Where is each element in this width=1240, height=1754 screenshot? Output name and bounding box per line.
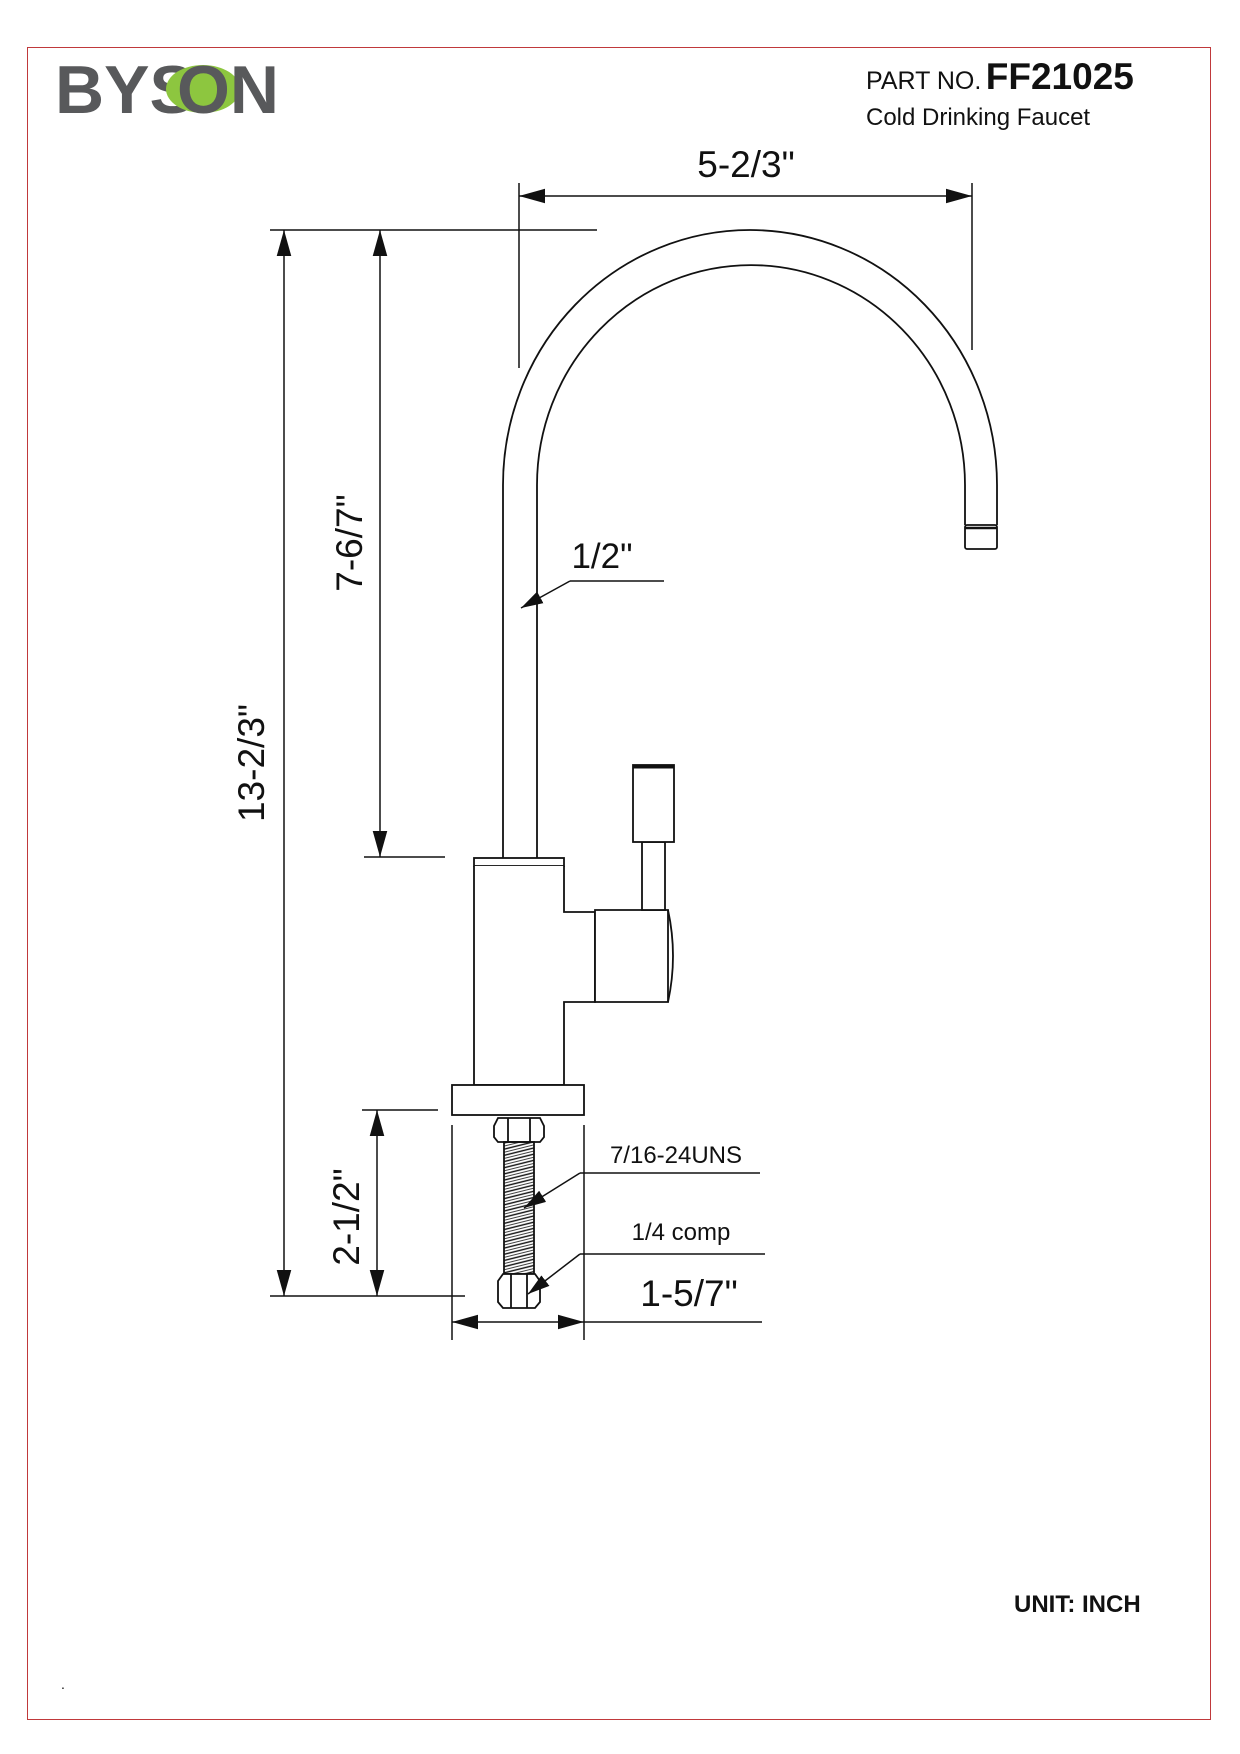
label-total-height: 13-2/3" <box>231 704 272 822</box>
spout-inner <box>536 264 966 863</box>
label-thread-spec: 7/16-24UNS <box>610 1142 742 1169</box>
corner-dot: . <box>61 1676 65 1692</box>
brand-logo: BYS ON <box>55 52 279 128</box>
spout-outer <box>502 229 998 863</box>
label-spout-diameter: 1/2" <box>571 537 632 576</box>
leader-half <box>520 580 571 609</box>
part-number: FF21025 <box>985 56 1134 97</box>
handle-lever <box>632 764 675 843</box>
mounting-nut <box>493 1117 545 1143</box>
dimension-labels: 5-2/3" 7-6/7" 13-2/3" 1/2" 2-1/2" 7/16-2… <box>231 144 795 1314</box>
label-connection: 1/4 comp <box>632 1219 731 1246</box>
spout-tip <box>964 524 998 550</box>
part-number-line: PART NO. FF21025 <box>866 56 1134 98</box>
handle-hub <box>594 909 669 1003</box>
threaded-shank <box>503 1141 535 1275</box>
label-spout-height: 7-6/7" <box>329 494 370 591</box>
handle-stem <box>641 841 666 911</box>
top-collar <box>473 857 565 867</box>
compression-nut <box>497 1273 541 1309</box>
part-label: PART NO. <box>866 67 982 95</box>
leader-thread <box>523 1172 581 1209</box>
handle-hub-face <box>667 909 674 1003</box>
faucet-outline <box>451 229 998 1309</box>
label-spout-reach: 5-2/3" <box>697 144 794 185</box>
leader-comp <box>527 1253 581 1295</box>
logo-green-ellipse <box>166 65 240 113</box>
base-flange <box>451 1084 585 1116</box>
drawing-border <box>27 47 1211 1720</box>
product-name: Cold Drinking Faucet <box>866 104 1091 131</box>
logo-text-son: ON <box>177 52 279 128</box>
unit-label: UNIT: INCH <box>1014 1591 1141 1618</box>
label-base-width: 1-5/7" <box>640 1273 737 1314</box>
main-body <box>473 866 596 1086</box>
dimension-lines <box>270 183 973 1340</box>
label-shank-length: 2-1/2" <box>326 1168 367 1265</box>
